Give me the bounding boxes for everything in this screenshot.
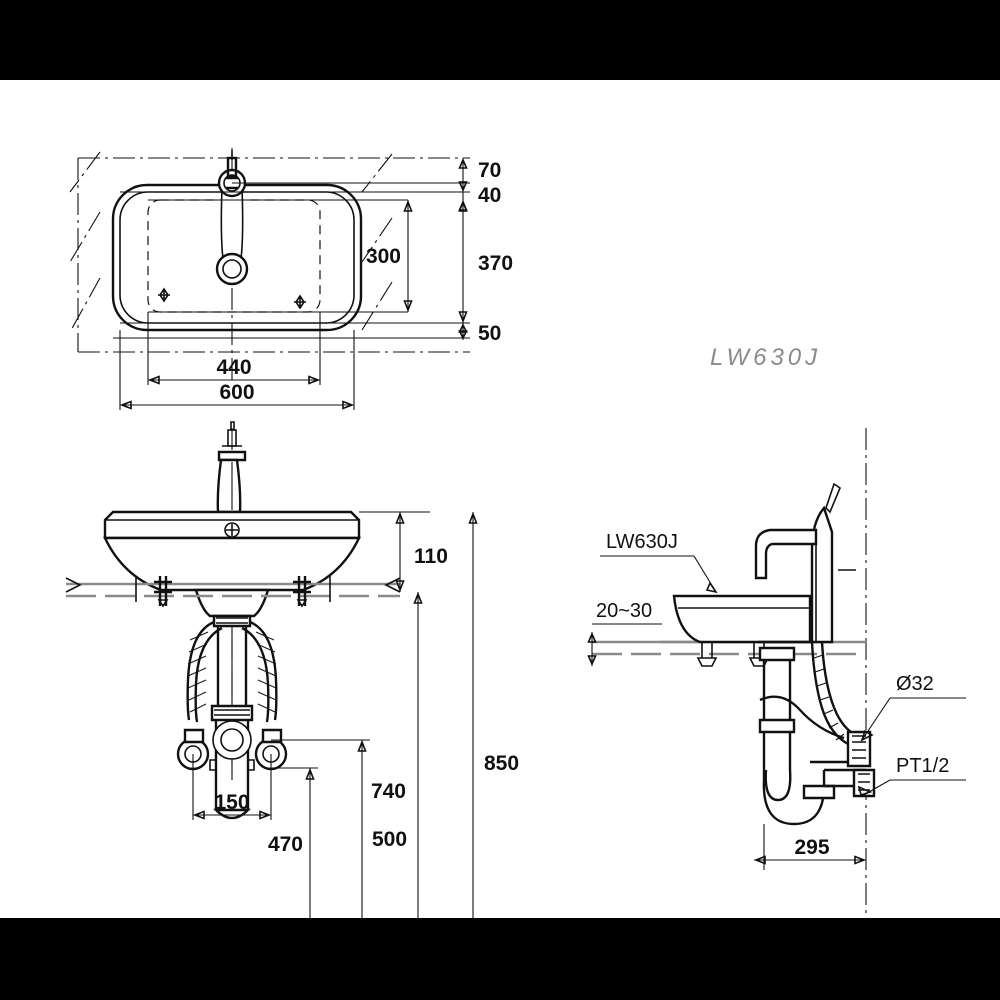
front-drain-assembly — [209, 614, 255, 820]
dim-side-pt12: PT1/2 — [896, 755, 949, 777]
side-counter-line — [592, 640, 866, 656]
side-elevation-view: LW630J 20~30 Ø32 PT1 — [587, 428, 966, 918]
side-dim-pt12: PT1/2 — [857, 755, 966, 797]
model-label: LW630J — [710, 344, 821, 371]
dim-plan-300: 300 — [366, 245, 401, 268]
dim-front-470: 470 — [268, 833, 303, 856]
letterbox-bar-top — [0, 0, 1000, 80]
front-elevation-view: 110 150 470 500 — [65, 421, 519, 918]
dim-front-740: 740 — [371, 780, 406, 803]
dim-plan-70: 70 — [478, 159, 501, 182]
dim-plan-440: 440 — [216, 356, 251, 379]
side-drain-assembly — [758, 646, 866, 826]
dim-front-500: 500 — [372, 828, 407, 851]
plan-view: 70 40 300 370 50 — [69, 148, 513, 410]
plan-horizontal-dimensions: 440 600 — [119, 312, 355, 410]
plan-countertop-outline — [69, 151, 470, 353]
dim-side-20-30: 20~30 — [596, 600, 652, 622]
drawing-sheet: 70 40 300 370 50 — [0, 80, 1000, 918]
dim-plan-370: 370 — [478, 252, 513, 275]
plan-vertical-dimensions: 70 40 300 370 50 — [366, 158, 513, 345]
front-mounting-bolts — [154, 576, 311, 608]
front-supply-hoses — [176, 620, 288, 771]
side-dim-thickness: 20~30 — [587, 600, 662, 666]
callout-model-text: LW630J — [606, 531, 678, 553]
front-basin-body — [103, 510, 361, 618]
dim-side-dia32: Ø32 — [896, 673, 934, 695]
front-dimensions: 110 150 470 500 — [192, 511, 519, 918]
dim-front-850: 850 — [484, 752, 519, 775]
front-faucet — [216, 421, 247, 514]
side-faucet — [754, 482, 856, 644]
side-dim-295: 295 — [753, 824, 867, 870]
side-callout-lw630j: LW630J — [600, 531, 718, 594]
dim-plan-600: 600 — [219, 381, 254, 404]
dim-front-110: 110 — [414, 545, 448, 568]
dim-plan-50: 50 — [478, 322, 501, 345]
technical-drawing-svg: 70 40 300 370 50 — [65, 148, 966, 918]
side-basin-body — [672, 594, 812, 644]
dim-plan-40: 40 — [478, 184, 501, 207]
plan-fixing-marks — [158, 287, 306, 310]
letterbox-bar-bottom — [0, 918, 1000, 1000]
dim-front-150: 150 — [214, 791, 249, 814]
plan-extension-lines — [113, 182, 470, 339]
dim-side-295: 295 — [794, 836, 829, 859]
side-supply-hose — [759, 641, 855, 746]
side-dim-dia32: Ø32 — [860, 673, 966, 742]
front-counter-line — [65, 576, 401, 602]
